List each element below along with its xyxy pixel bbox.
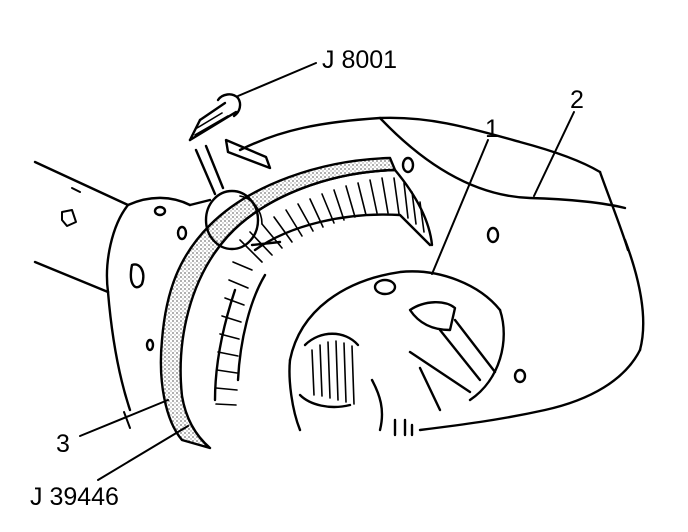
callout-1-label: 1	[485, 115, 499, 143]
callout-3-label: 3	[56, 430, 70, 458]
differential-case	[288, 270, 505, 432]
dial-indicator	[188, 93, 282, 251]
indicator-adapter-ring	[159, 156, 397, 450]
differential-housing	[106, 116, 645, 432]
leader-line-3	[79, 399, 169, 437]
callout-j39446-label: J 39446	[30, 483, 119, 511]
leader-line-j39446	[97, 425, 189, 481]
leader-lines	[79, 62, 575, 481]
callout-2-label: 2	[570, 86, 584, 114]
pinion-gear	[298, 332, 414, 437]
callout-j8001-label: J 8001	[322, 46, 398, 74]
leader-line-1	[431, 139, 489, 275]
leader-line-j8001	[237, 62, 317, 97]
leader-line-2	[533, 111, 575, 197]
axle-tube-left	[33, 160, 130, 294]
